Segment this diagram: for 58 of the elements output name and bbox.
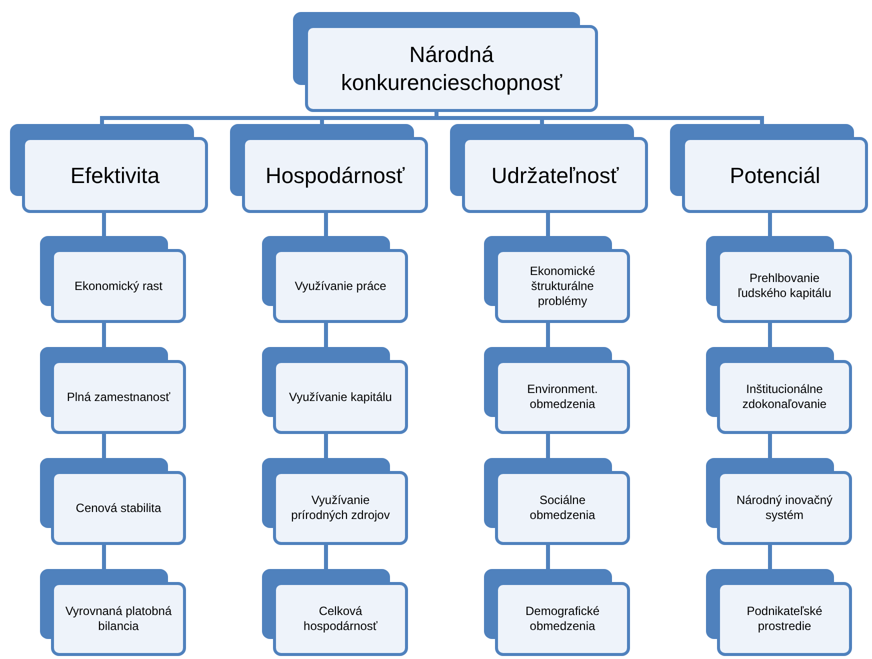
connector-line xyxy=(768,434,772,458)
box xyxy=(706,236,852,323)
connector-line xyxy=(102,434,106,458)
box xyxy=(40,347,186,434)
box xyxy=(450,124,648,213)
connector-line xyxy=(102,545,106,569)
connector-line xyxy=(324,545,328,569)
box-label: Ekonomický rast xyxy=(74,278,163,294)
box-label: Prehlbovanie ľudského kapitálu xyxy=(736,271,832,301)
box-label: Využívanie práce xyxy=(294,278,386,294)
connector-line xyxy=(546,434,550,458)
box xyxy=(262,458,408,545)
box-label: Využívanie prírodných zdrojov xyxy=(290,493,391,523)
connector-line xyxy=(546,545,550,569)
box-label: Plná zamestnanosť xyxy=(66,390,170,404)
connector-line xyxy=(102,323,106,347)
box-label: Environment. obmedzenia xyxy=(526,382,599,412)
box-label: Sociálne obmedzenia xyxy=(528,493,596,523)
box xyxy=(706,347,852,434)
box-label: Demografické obmedzenia xyxy=(524,604,601,634)
box xyxy=(670,124,868,213)
box-label: Podnikateľské prostredie xyxy=(746,604,824,634)
box-label: Cenová stabilita xyxy=(76,500,162,516)
box xyxy=(484,458,630,545)
connector-line xyxy=(324,323,328,347)
box xyxy=(10,124,208,213)
connector-line xyxy=(768,213,772,236)
box xyxy=(484,569,630,656)
box-label: Inštitucionálne zdokonaľovanie xyxy=(741,382,828,412)
box xyxy=(706,458,852,545)
connector-line xyxy=(546,323,550,347)
box-label: Celková hospodárnosť xyxy=(302,604,378,634)
box xyxy=(706,569,852,656)
connector-line xyxy=(324,213,328,236)
connector-line xyxy=(768,545,772,569)
box xyxy=(262,347,408,434)
box xyxy=(230,124,428,213)
connector-line xyxy=(102,213,106,236)
box xyxy=(262,569,408,656)
box-label: Potenciál xyxy=(730,162,820,190)
connector-line xyxy=(768,323,772,347)
box-label: Udržateľnosť xyxy=(491,162,619,190)
box-label: Ekonomické štrukturálne problémy xyxy=(528,264,596,308)
box xyxy=(40,458,186,545)
box xyxy=(40,569,186,656)
box xyxy=(484,347,630,434)
box-label: Národný inovačný systém xyxy=(735,493,834,523)
box xyxy=(484,236,630,323)
box xyxy=(40,236,186,323)
box-label: Efektivita xyxy=(70,162,160,190)
box xyxy=(262,236,408,323)
connector-line xyxy=(546,213,550,236)
box-label: Hospodárnosť xyxy=(265,162,405,190)
box-label: Využívanie kapitálu xyxy=(289,390,392,404)
box xyxy=(293,12,598,112)
connector-line xyxy=(324,434,328,458)
box-label: Vyrovnaná platobná bilancia xyxy=(64,604,173,634)
box-label: Národná konkurencieschopnosť xyxy=(340,41,564,96)
